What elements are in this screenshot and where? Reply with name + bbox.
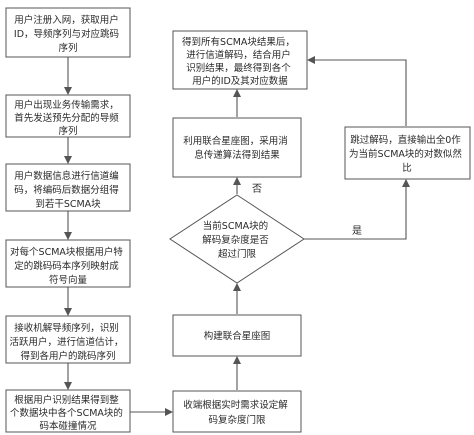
node-final-decode-line-3: 识别结果，最终得到各个 — [186, 62, 291, 74]
node-set-threshold-line-2: 码复杂度门限 — [208, 414, 266, 426]
node-receiver-detect-line-1: 接收机解导频序列，识别 — [14, 322, 119, 334]
node-skip-decode-line-3: 比 — [402, 162, 412, 174]
arrow-n12-n11 — [307, 56, 407, 126]
svg-text:利用联合星座图，采用消 息传递算法得到结果: 利用联合星座图，采用消 息传递算法得到结果 — [183, 135, 291, 161]
node-build-constellation: 构建联合星座图 — [172, 314, 302, 357]
node-final-decode-line-2: 进行信道解码，结合用户 — [186, 49, 291, 61]
node-receiver-detect: 接收机解导频序列，识别 活跃用户，进行信道估计， 得到各用户的跳码序列 — [5, 315, 131, 364]
flow-connectors — [64, 56, 410, 416]
node-channel-encode-line-2: 码，将编码后数据分组得 — [14, 184, 119, 196]
svg-text:用户注册入网，获取用户 ID，导频序列与对应跳码: 用户注册入网，获取用户 ID，导频序列与对应跳码 序列 — [14, 14, 122, 54]
decision-complexity-line-1: 当前SCMA块的 — [203, 220, 268, 232]
decision-complexity-line-3: 超过门限 — [218, 248, 257, 260]
svg-text:收端根据实时需求设定解 码复杂度门限: 收端根据实时需求设定解 码复杂度门限 — [183, 399, 291, 426]
node-register-line-2: ID，导频序列与对应跳码 — [14, 28, 119, 40]
node-message-passing: 利用联合星座图，采用消 息传递算法得到结果 — [172, 117, 302, 178]
svg-text:跳过解码，直接输出全0作 为当前SCMA块的对数: 跳过解码，直接输出全0作 为当前SCMA块的对数似然 比 — [349, 134, 465, 174]
node-send-pilot: 用户出现业务传输需求， 首先发送预先分配的导频 序列 — [5, 94, 131, 138]
node-channel-encode: 用户数据信息进行信道编 码，将编码后数据分组得 到若干SCMA块 — [5, 163, 131, 212]
node-send-pilot-line-1: 用户出现业务传输需求， — [14, 99, 119, 111]
node-channel-encode-line-3: 到若干SCMA块 — [35, 198, 101, 210]
svg-text:构建联合星座图: 构建联合星座图 — [204, 330, 271, 342]
node-build-constellation-line-1: 构建联合星座图 — [204, 330, 271, 342]
node-register: 用户注册入网，获取用户 ID，导频序列与对应跳码 序列 — [5, 7, 131, 58]
decision-complexity: 当前SCMA块的 解码复杂度是否 超过门限 — [169, 194, 305, 284]
node-register-line-3: 序列 — [58, 42, 77, 54]
node-register-line-1: 用户注册入网，获取用户 — [14, 14, 119, 26]
svg-text:根据用户识别结果得到整 个数据块中各个SCMA块: 根据用户识别结果得到整 个数据块中各个SCMA块的 码本碰撞情况 — [10, 394, 126, 432]
node-message-passing-line-2: 息传递算法得到结果 — [194, 149, 280, 161]
node-map-symbols: 对每个SCMA块根据用户特 定的跳码码本序列映射成 符号向量 — [5, 239, 131, 288]
node-final-decode-line-4: 用户的ID及其对应数据 — [192, 75, 288, 87]
arrow-n9-n12-yes — [304, 179, 410, 240]
node-collision-status-line-1: 根据用户识别结果得到整 — [14, 394, 119, 406]
node-send-pilot-line-3: 序列 — [58, 125, 77, 137]
node-send-pilot-line-2: 首先发送预先分配的导频 — [14, 112, 119, 124]
node-collision-status-line-2: 个数据块中各个SCMA块的 — [10, 407, 123, 419]
node-set-threshold: 收端根据实时需求设定解 码复杂度门限 — [172, 390, 302, 433]
svg-text:接收机解导频序列，识别 活跃用户，进行信道估计，: 接收机解导频序列，识别 活跃用户，进行信道估计， 得到各用户的跳码序列 — [9, 322, 126, 362]
svg-text:用户出现业务传输需求， 首先发送预先分配的导频: 用户出现业务传输需求， 首先发送预先分配的导频 序列 — [14, 99, 122, 137]
node-message-passing-line-1: 利用联合星座图，采用消 — [183, 135, 288, 147]
node-map-symbols-line-3: 符号向量 — [49, 274, 88, 286]
node-final-decode: 得到所有SCMA块结果后， 进行信道解码，结合用户 识别结果，最终得到各个 用户… — [172, 30, 308, 90]
decision-complexity-line-2: 解码复杂度是否 — [202, 234, 269, 246]
branch-label-no: 否 — [252, 183, 262, 195]
branch-label-yes: 是 — [352, 225, 362, 237]
node-map-symbols-line-1: 对每个SCMA块根据用户特 — [10, 246, 123, 258]
svg-text:用户数据信息进行信道编 码，将编码后数据分组得: 用户数据信息进行信道编 码，将编码后数据分组得 到若干SCMA块 — [14, 170, 122, 210]
node-map-symbols-line-2: 定的跳码码本序列映射成 — [14, 260, 119, 272]
svg-text:得到所有SCMA块结果后， 进行信道解码，结合用: 得到所有SCMA块结果后， 进行信道解码，结合用户 识别结果，最终得到各个 用户… — [182, 36, 298, 87]
node-receiver-detect-line-2: 活跃用户，进行信道估计， — [9, 336, 123, 348]
svg-text:对每个SCMA块根据用户特 定的跳码码本序列映射: 对每个SCMA块根据用户特 定的跳码码本序列映射成 符号向量 — [10, 246, 126, 286]
node-channel-encode-line-1: 用户数据信息进行信道编 — [14, 170, 119, 182]
node-collision-status: 根据用户识别结果得到整 个数据块中各个SCMA块的 码本碰撞情况 — [5, 389, 131, 433]
node-skip-decode: 跳过解码，直接输出全0作 为当前SCMA块的对数似然 比 — [344, 126, 471, 180]
node-receiver-detect-line-3: 得到各用户的跳码序列 — [20, 350, 115, 362]
node-skip-decode-line-1: 跳过解码，直接输出全0作 — [350, 134, 461, 146]
node-collision-status-line-3: 码本碰撞情况 — [39, 420, 97, 432]
node-skip-decode-line-2: 为当前SCMA块的对数似然 — [349, 148, 462, 160]
node-final-decode-line-1: 得到所有SCMA块结果后， — [182, 36, 295, 48]
node-set-threshold-line-1: 收端根据实时需求设定解 — [183, 399, 288, 411]
svg-text:当前SCMA块的 解码复杂度是否 超: 当前SCMA块的 解码复杂度是否 超过门限 — [202, 220, 272, 260]
